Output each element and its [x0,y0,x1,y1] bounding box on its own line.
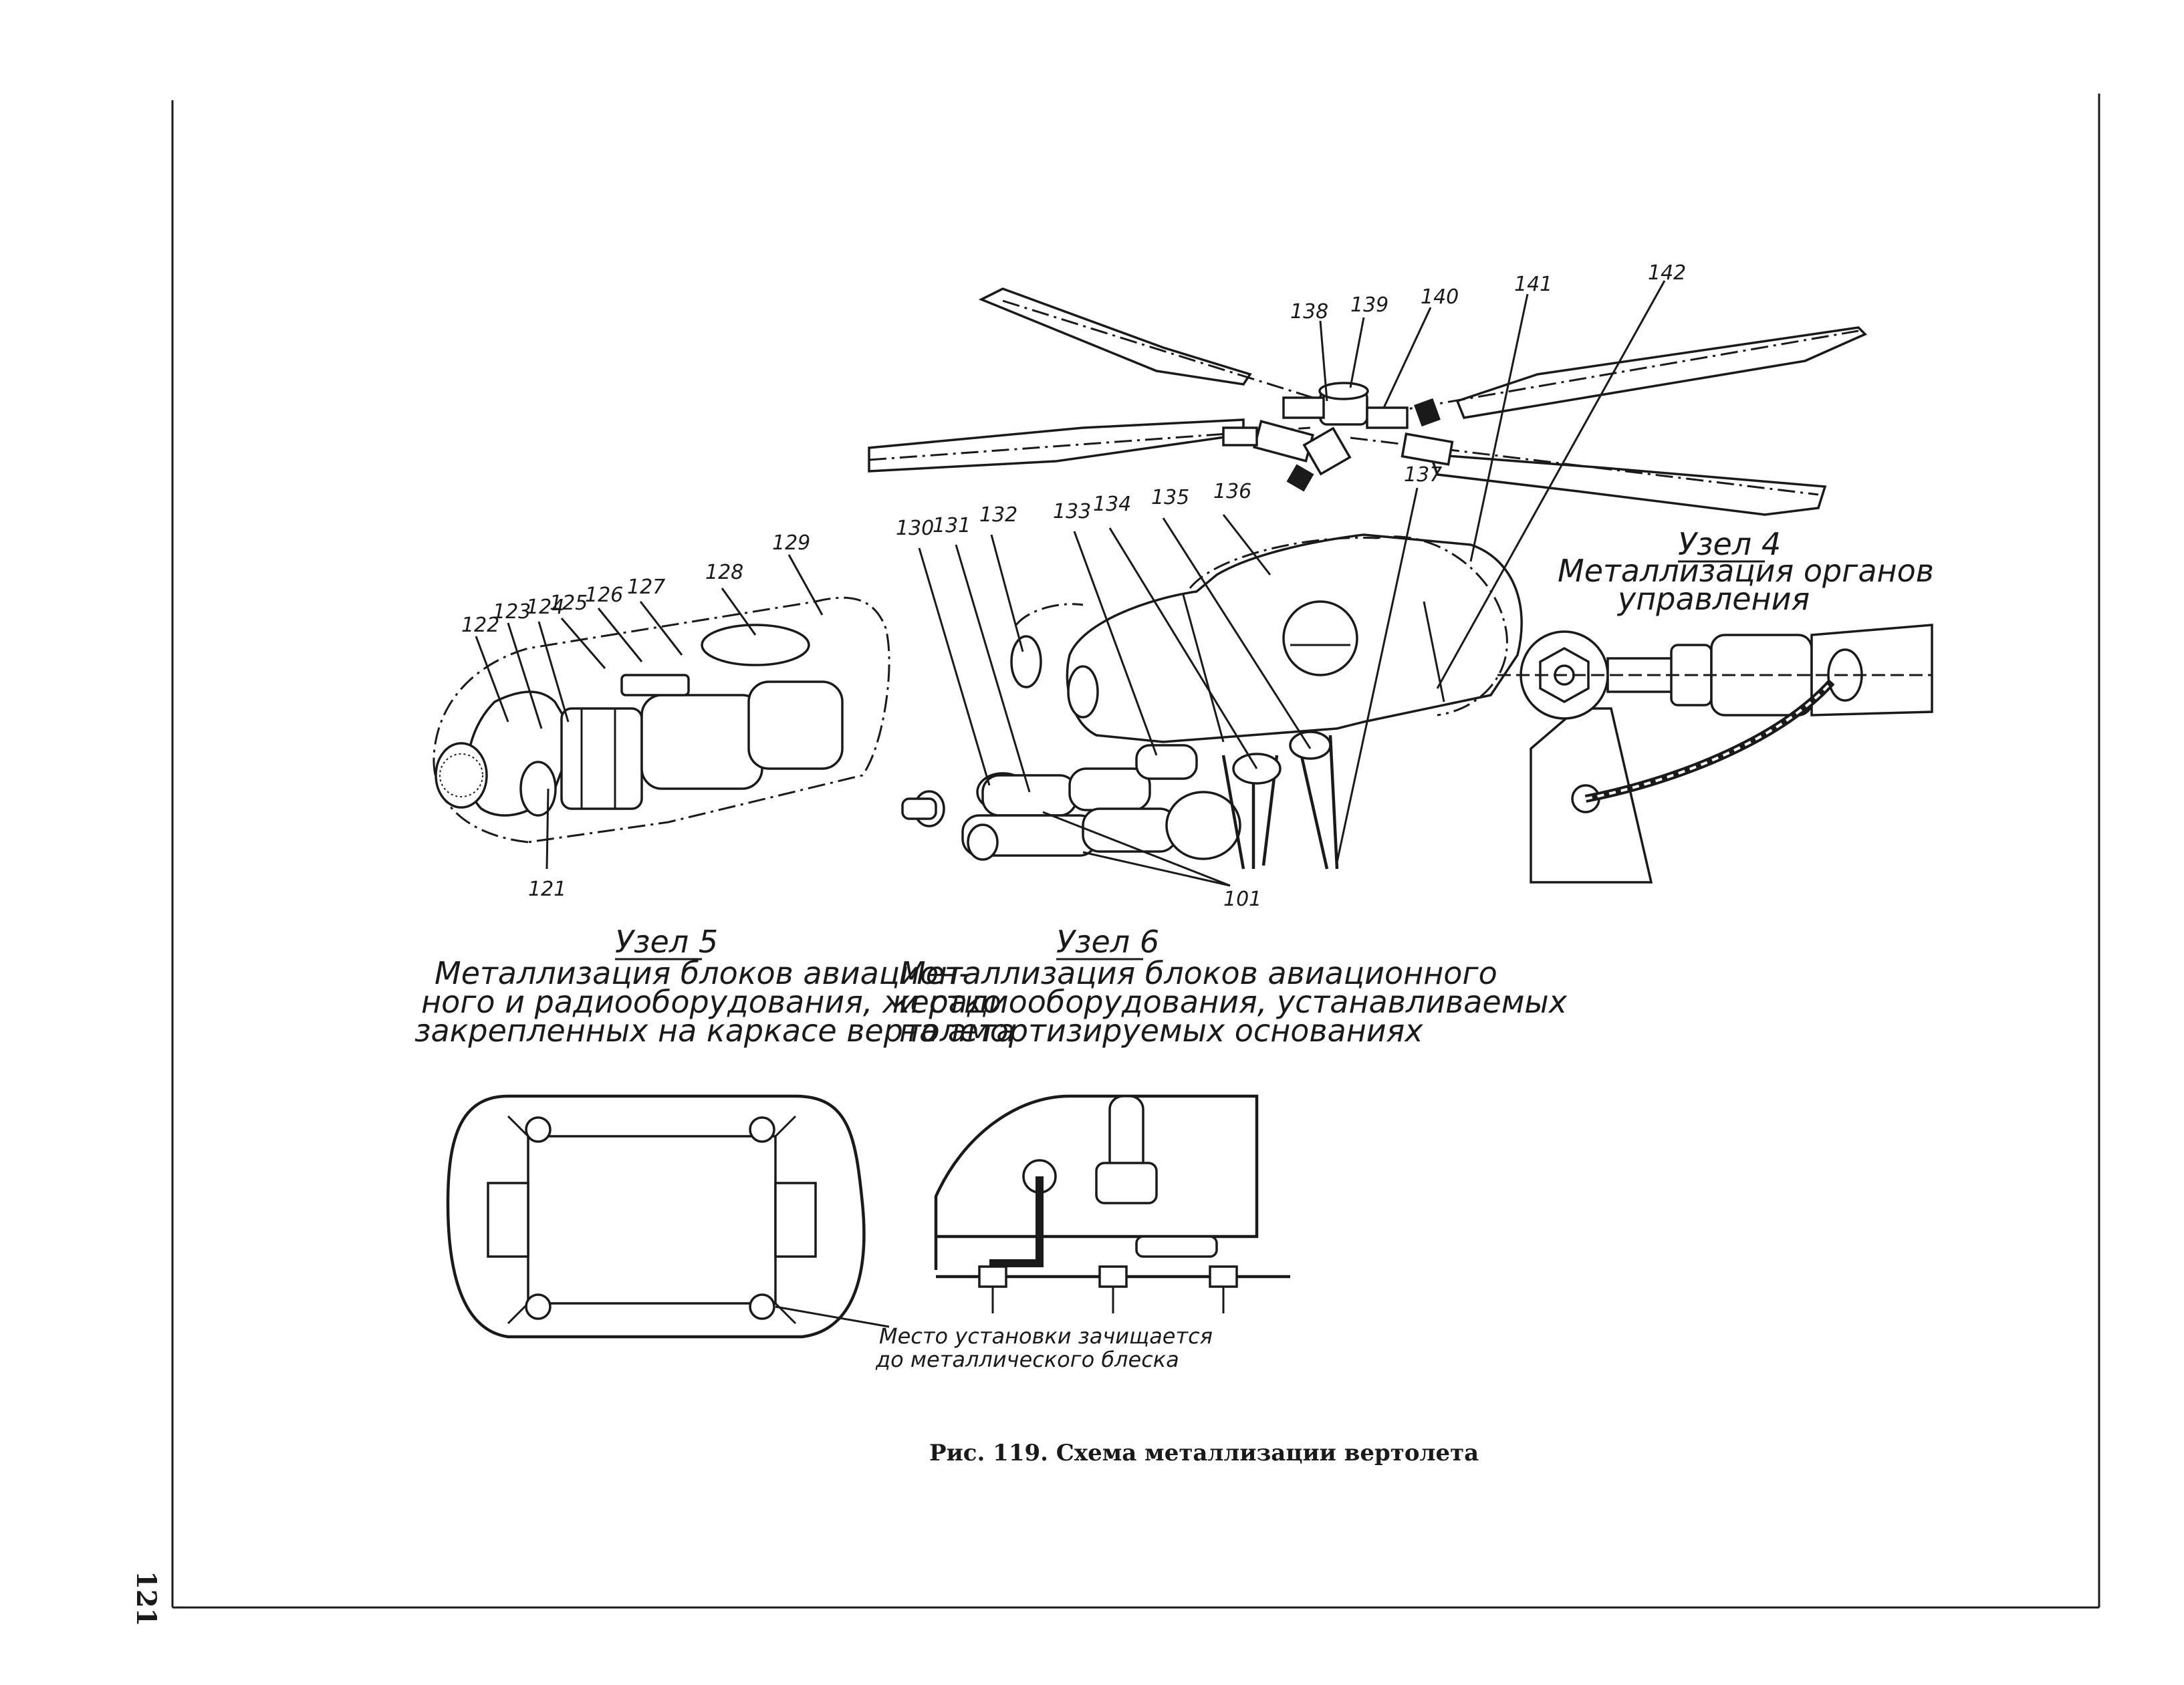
callout-135: 135 [1151,486,1189,509]
callout-121: 121 [528,878,566,901]
node5-bottom-detail [446,1094,866,1339]
page-number: 121 [130,1571,162,1627]
note-line1: Место установки зачищается [879,1323,1213,1349]
equipment-blocks [901,744,1241,861]
callout-124: 124 [526,596,564,619]
callout-140: 140 [1421,285,1459,309]
callout-137: 137 [1404,463,1442,487]
node5-line3: закрепленных на каркасе вертолета [414,1013,1015,1049]
node4-title: Узел 4 [1678,526,1781,562]
callout-127: 127 [627,575,665,599]
node5-line2: ного и радиооборудования, жестко [421,984,1001,1020]
callout-numbers: 122 123 124 125 126 127 128 129 121 130 … [461,261,1686,911]
callout-130: 130 [896,517,934,540]
node5-title: Узел 5 [615,924,718,960]
callout-139: 139 [1350,293,1388,317]
figure-caption: Рис. 119. Схема металлизации вертолета · [929,1440,1479,1466]
callout-133: 133 [1053,500,1091,523]
callout-138: 138 [1290,300,1328,323]
note-line2: до металлического блеска [875,1347,1179,1372]
callout-136: 136 [1213,480,1251,503]
callout-125: 125 [550,592,588,615]
page-frame [171,94,2100,1609]
callout-129: 129 [772,531,810,555]
surface-note: Место установки зачищается до металличес… [875,1323,1213,1372]
node6-title: Узел 6 [1056,924,1159,960]
callout-123: 123 [493,600,531,624]
shock-mount-legs [1221,731,1339,870]
fuselage-body [901,533,1523,870]
node6-line1: Металлизация блоков авиационного [899,955,1497,991]
node6-caption: Узел 6 Металлизация блоков авиационного … [899,924,1568,1049]
callout-126: 126 [585,584,623,607]
node5-caption: Узел 5 Металлизация блоков авиацион- ног… [414,924,1015,1049]
node5-line1: Металлизация блоков авиацион- [435,955,970,991]
callout-128: 128 [705,561,743,584]
callout-122: 122 [461,614,499,637]
callout-131: 131 [933,514,971,537]
figure-caption-mark: · [1394,1440,1402,1466]
node4-detail [1497,624,1933,884]
rotor-assembly [868,287,1868,516]
callout-134: 134 [1093,493,1131,516]
node6-line2: и радиооборудования, устанавливаемых [899,984,1568,1020]
callout-142: 142 [1648,261,1686,285]
callout-141: 141 [1514,273,1552,296]
leader-lines [475,280,1666,1328]
node4-line2: управления [1616,581,1810,617]
callout-101: 101 [1223,888,1261,911]
node4-caption: Узел 4 Металлизация органов управления [1558,526,1934,617]
mount-screws [978,1265,1238,1313]
node6-bottom-detail [934,1094,1290,1313]
figure-caption-text: Рис. 119. Схема металлизации вертолета [929,1440,1479,1466]
node6-line3: на амортизируемых основаниях [899,1013,1423,1049]
callout-132: 132 [979,503,1017,527]
node4-line1: Металлизация органов [1558,553,1934,589]
nose-section [433,596,890,844]
